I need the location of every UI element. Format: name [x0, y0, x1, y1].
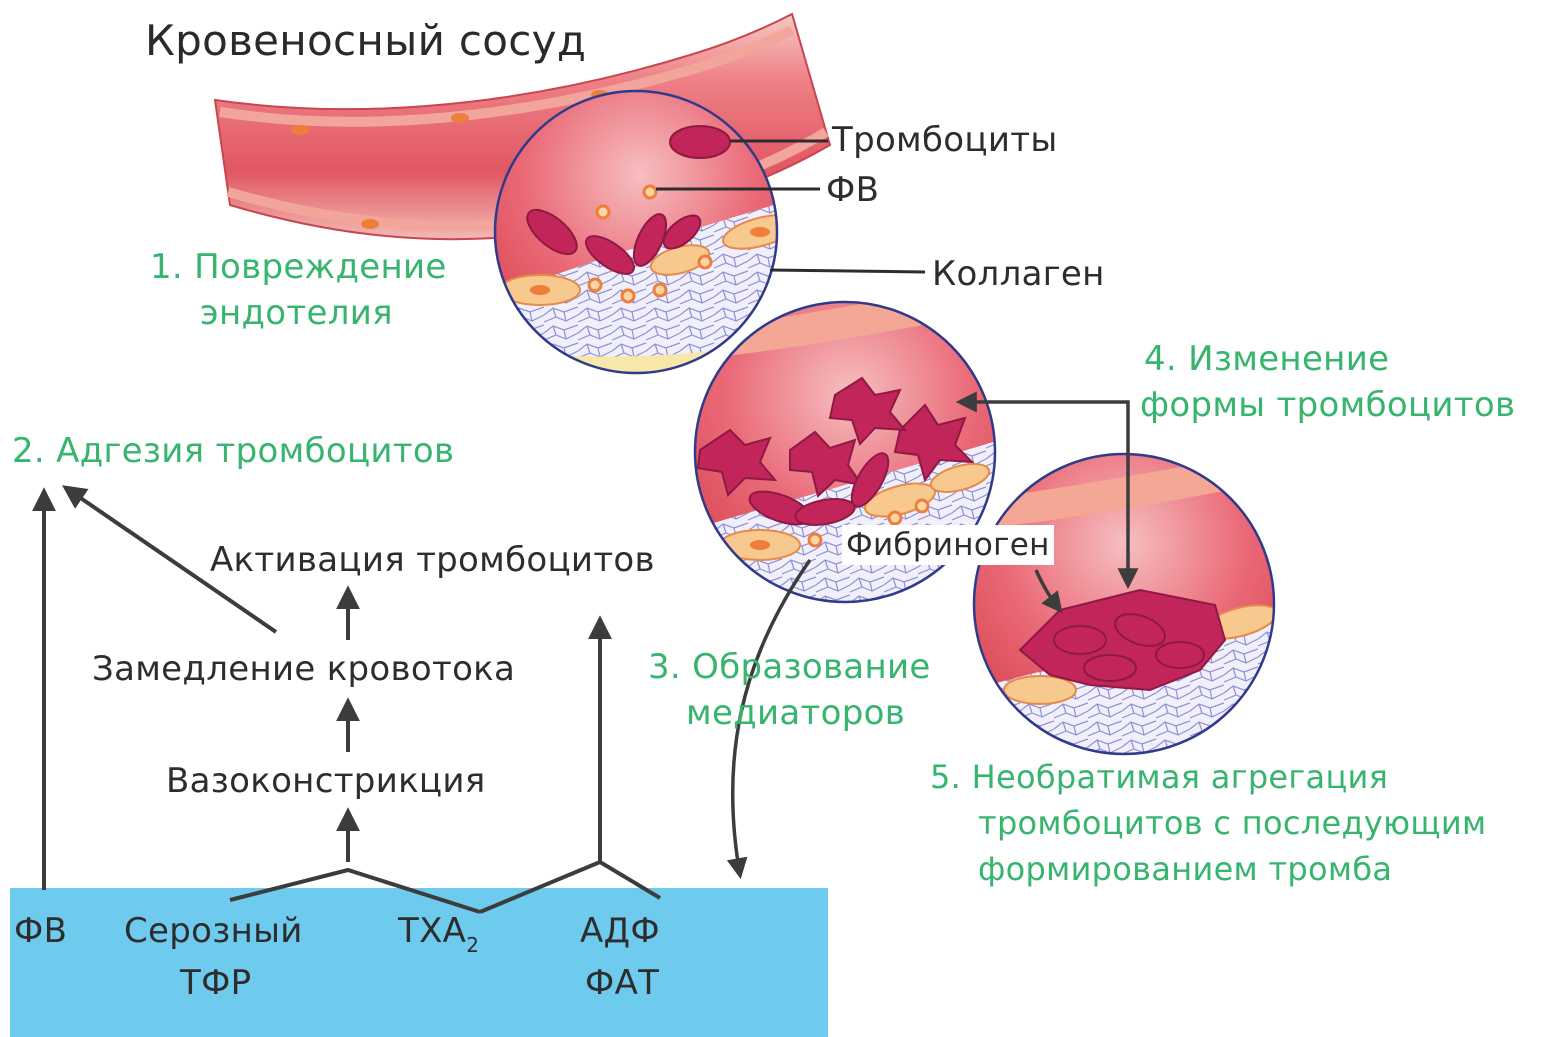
- mediator-adp: АДФ: [580, 908, 660, 954]
- mediator-txa-text: ТХА: [398, 911, 466, 951]
- mediator-txa-subscript: 2: [466, 933, 479, 957]
- step-5-line-3: формированием тромба: [930, 846, 1486, 892]
- step-1-label: 1. Повреждение эндотелия: [150, 244, 447, 336]
- mediator-txa: ТХА2: [398, 908, 479, 968]
- label-vwf: ФВ: [826, 167, 879, 213]
- step-5-line-2: тромбоцитов с последующим: [930, 800, 1486, 846]
- diagram-title: Кровеносный сосуд: [145, 16, 586, 66]
- label-platelets: Тромбоциты: [832, 117, 1057, 163]
- mediator-tfr: ТФР: [180, 960, 251, 1006]
- cascade-vasoconstriction: Вазоконстрикция: [166, 758, 486, 804]
- step-3-line-1: 3. Образование: [648, 644, 931, 690]
- cascade-slowing: Замедление кровотока: [92, 646, 515, 692]
- step-4-label: 4. Изменение формы тромбоцитов: [1140, 336, 1515, 428]
- step-2-label: 2. Адгезия тромбоцитов: [12, 428, 454, 474]
- step-5-line-1: 5. Необратимая агрегация: [930, 754, 1486, 800]
- magnifier-circle-3: [970, 450, 1280, 760]
- cascade-activation: Активация тромбоцитов: [210, 537, 655, 583]
- mediator-vwf: ФВ: [14, 908, 67, 954]
- step-3-label: 3. Образование медиаторов: [648, 644, 931, 736]
- step-5-label: 5. Необратимая агрегация тромбоцитов с п…: [930, 754, 1486, 892]
- step-1-line-2: эндотелия: [150, 290, 447, 336]
- step-1-line-1: 1. Повреждение: [150, 244, 447, 290]
- step-3-line-2: медиаторов: [648, 690, 931, 736]
- mediator-fat: ФАТ: [585, 960, 659, 1006]
- mediator-serotonin: Серозный: [124, 908, 303, 954]
- label-collagen: Коллаген: [932, 251, 1105, 297]
- step-4-line-2: формы тромбоцитов: [1140, 382, 1515, 428]
- label-fibrinogen: Фибриноген: [842, 525, 1054, 565]
- step-4-line-1: 4. Изменение: [1140, 336, 1515, 382]
